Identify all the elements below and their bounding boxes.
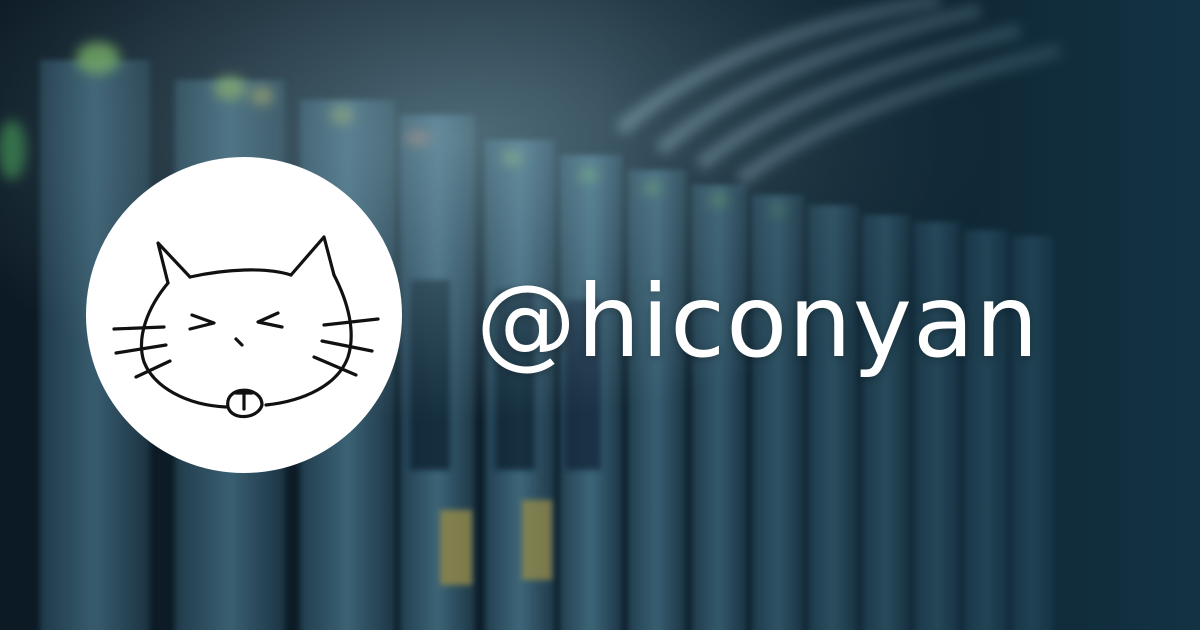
avatar [86, 157, 402, 473]
profile-handle: @hiconyan [476, 263, 1040, 380]
cat-face-icon [112, 235, 380, 419]
